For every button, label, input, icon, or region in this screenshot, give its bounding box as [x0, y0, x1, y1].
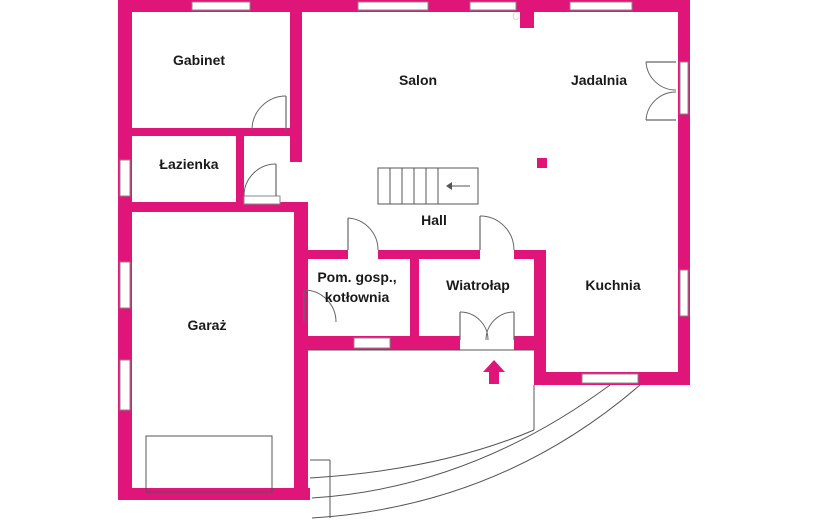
- room-label-pom-gosp: Pom. gosp.,: [317, 269, 396, 285]
- room-label-wiatrolap: Wiatrołap: [446, 277, 510, 293]
- room-label-kuchnia: Kuchnia: [585, 277, 640, 293]
- entrance-arrow-icon: [483, 360, 505, 384]
- room-label-lazienka: Łazienka: [159, 156, 218, 172]
- staircase-icon: [377, 167, 479, 205]
- watermark: ci: [512, 7, 523, 24]
- room-label-garaz: Garaż: [188, 317, 227, 333]
- room-label-salon: Salon: [399, 72, 437, 88]
- room-label-kotlownia: kotłownia: [325, 289, 390, 305]
- room-label-hall: Hall: [421, 212, 447, 228]
- windows: [119, 1, 689, 411]
- doors: [243, 61, 677, 341]
- room-label-jadalnia: Jadalnia: [571, 72, 627, 88]
- room-label-gabinet: Gabinet: [173, 52, 225, 68]
- exterior: [145, 349, 641, 519]
